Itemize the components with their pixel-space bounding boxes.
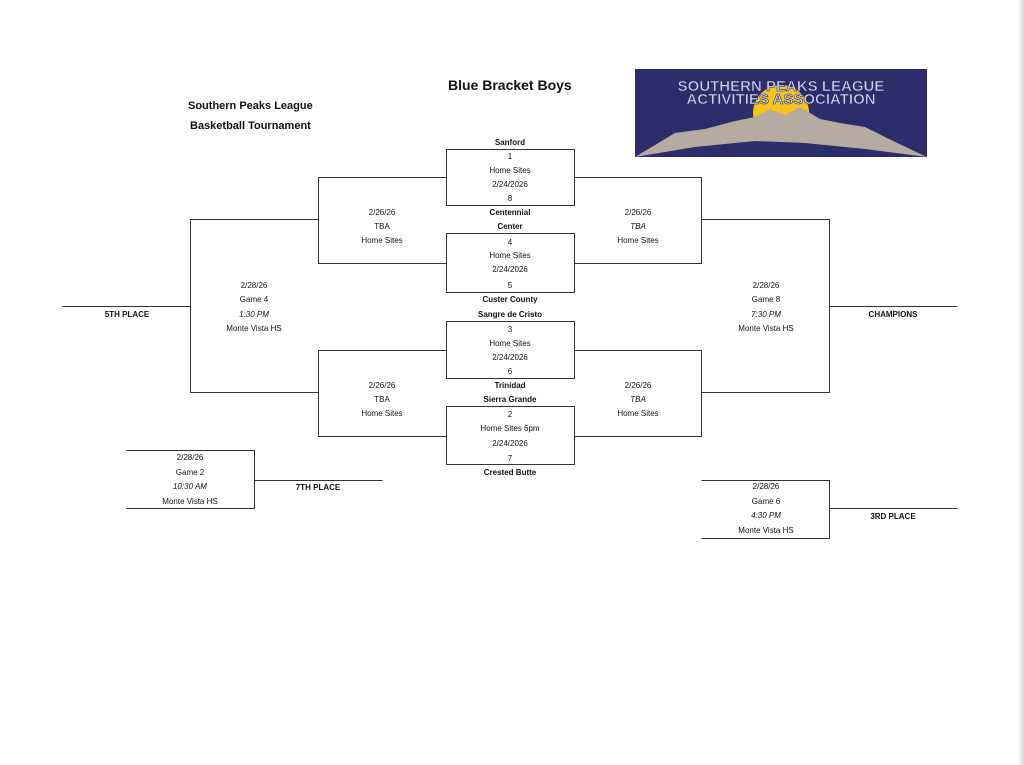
semi-right-bottom-date: 2/26/26 [624,381,652,390]
site-game1: Home Sites [489,166,531,175]
team-center: Center [497,222,523,231]
team-sanford: Sanford [494,138,526,147]
semi-left-top-date: 2/26/26 [368,208,396,217]
logo-upper-band [635,69,927,84]
seventh-time: 10:30 AM [173,482,207,491]
semi-right-top-date: 2/26/26 [624,208,652,217]
fifth-time: 1:30 PM [239,310,269,319]
champions-label: CHAMPIONS [868,310,918,319]
logo-mountain-icon [635,107,927,157]
fifth-game: Game 4 [239,295,269,304]
third-game: Game 6 [751,497,781,506]
seed-1: 1 [507,152,513,161]
semi-left-top-time: TBA [374,222,390,231]
team-custer-county: Custer County [482,295,538,304]
date-game2: 2/24/2026 [492,265,528,274]
site-game2: Home Sites [489,251,531,260]
team-crested-butte: Crested Butte [483,468,537,477]
page-edge [1018,0,1024,765]
logo-valley-shape [635,141,927,157]
site-game3: Home Sites [489,339,531,348]
semi-left-top-bracket [318,177,447,264]
final-site: Monte Vista HS [738,324,794,333]
semi-right-bottom-bracket [574,350,702,437]
seed-8: 8 [507,194,513,203]
semi-right-bottom-time: TBA [630,395,646,404]
date-game4: 2/24/2026 [492,439,528,448]
fifth-place-label: 5TH PLACE [104,310,150,319]
logo-line2: ACTIVITIES ASSOCIATION [686,91,875,108]
fifth-site: Monte Vista HS [226,324,282,333]
final-game: Game 8 [751,295,781,304]
seed-3: 3 [507,325,513,334]
seventh-game: Game 2 [175,468,205,477]
seed-7: 7 [507,454,513,463]
event-name: Basketball Tournament [190,120,311,132]
third-place-label: 3RD PLACE [870,512,916,521]
fifth-date: 2/28/26 [240,281,268,290]
semi-right-bottom-site: Home Sites [617,409,659,418]
fifth-place-bracket [190,219,319,393]
final-time: 7:30 PM [751,310,781,319]
semi-right-top-time: TBA [630,222,646,231]
logo-line1: SOUTHERN PEAKS LEAGUE [678,78,885,95]
third-place-bracket [701,480,830,539]
seed-6: 6 [507,367,513,376]
seventh-place-label: 7TH PLACE [295,483,341,492]
site-game4: Home Sites 6pm [480,424,540,433]
seed-4: 4 [507,238,513,247]
team-sangre-de-cristo: Sangre de Cristo [477,310,543,319]
semi-left-bottom-site: Home Sites [361,409,403,418]
league-logo: SOUTHERN PEAKS LEAGUE ACTIVITIES ASSOCIA… [635,69,927,157]
seventh-place-bracket [126,450,255,509]
seed-5: 5 [507,281,513,290]
final-date: 2/28/26 [752,281,780,290]
semi-right-top-site: Home Sites [617,236,659,245]
third-time: 4:30 PM [751,511,781,520]
seed-2: 2 [507,410,513,419]
semi-left-bottom-time: TBA [374,395,390,404]
third-site: Monte Vista HS [738,526,794,535]
page-title: Blue Bracket Boys [448,77,572,93]
league-name: Southern Peaks League [188,100,313,112]
semi-left-bottom-date: 2/26/26 [368,381,396,390]
team-trinidad: Trinidad [494,381,526,390]
semi-left-top-site: Home Sites [361,236,403,245]
team-centennial: Centennial [489,208,531,217]
semi-left-bottom-bracket [318,350,447,437]
seventh-date: 2/28/26 [176,453,204,462]
date-game3: 2/24/2026 [492,353,528,362]
date-game1: 2/24/2026 [492,180,528,189]
semi-right-top-bracket [574,177,702,264]
team-sierra-grande: Sierra Grande [483,395,537,404]
game-box-sierra-crested [446,406,575,465]
final-bracket [701,219,830,393]
seventh-site: Monte Vista HS [162,497,218,506]
third-date: 2/28/26 [752,482,780,491]
